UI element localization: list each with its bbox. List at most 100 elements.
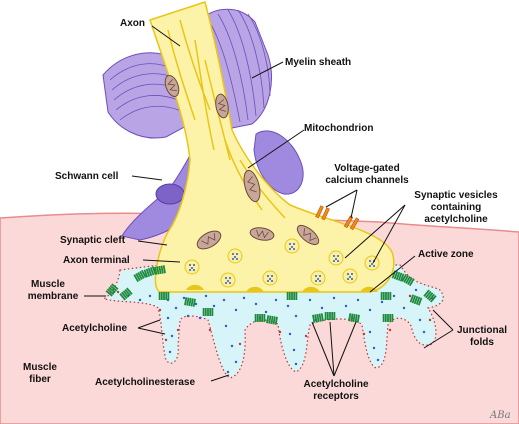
acetylcholinesterase-molecule bbox=[238, 342, 242, 346]
label-acetylcholinesterase: Acetylcholinesterase bbox=[95, 377, 195, 388]
acetylcholine-molecule bbox=[286, 304, 290, 308]
acetylcholinesterase-molecule bbox=[158, 308, 162, 312]
acetylcholine-molecule bbox=[292, 348, 296, 352]
receptor-cluster bbox=[266, 315, 278, 325]
active-zones bbox=[186, 284, 378, 292]
label-schwann-cell: Schwann cell bbox=[55, 171, 119, 182]
label-voltage-gated-2: calcium channels bbox=[325, 175, 409, 186]
label-acetylcholine: Acetylcholine bbox=[62, 323, 127, 334]
acetylcholine-molecule bbox=[230, 344, 234, 348]
synaptic-vesicle bbox=[364, 255, 380, 271]
label-myelin-sheath: Myelin sheath bbox=[285, 57, 351, 68]
synaptic-vesicle bbox=[328, 250, 344, 266]
acetylcholine-molecule bbox=[194, 302, 198, 306]
acetylcholinesterase-molecule bbox=[304, 334, 308, 338]
receptor-cluster bbox=[324, 312, 336, 320]
synaptic-vesicle bbox=[284, 238, 300, 254]
acetylcholine-molecule bbox=[198, 316, 202, 320]
receptor-cluster bbox=[382, 314, 394, 322]
receptor-cluster bbox=[143, 266, 157, 278]
acetylcholine-molecule bbox=[138, 298, 142, 302]
acetylcholinesterase-molecule bbox=[408, 294, 412, 298]
schwann-cell-right bbox=[253, 130, 304, 195]
label-muscle-membrane-1: Muscle bbox=[31, 279, 65, 290]
synaptic-vesicle bbox=[342, 268, 358, 284]
receptor-cluster bbox=[184, 297, 196, 307]
acetylcholinesterase-molecule bbox=[278, 330, 282, 334]
acetylcholine-molecule bbox=[376, 358, 380, 362]
label-junctional-folds-2: folds bbox=[470, 337, 494, 348]
acetylcholine-molecule bbox=[418, 318, 422, 322]
receptor-cluster bbox=[158, 292, 170, 300]
acetylcholinesterase-molecule bbox=[428, 318, 432, 322]
acetylcholinesterase-molecule bbox=[164, 338, 168, 342]
acetylcholine-molecule bbox=[320, 306, 324, 310]
synaptic-vesicle bbox=[227, 248, 243, 264]
acetylcholine-molecule bbox=[402, 306, 406, 310]
axon-terminal bbox=[149, 1, 395, 293]
label-mitochondrion: Mitochondrion bbox=[304, 123, 373, 134]
acetylcholinesterase-molecule bbox=[208, 328, 212, 332]
acetylcholine-molecule bbox=[168, 350, 172, 354]
receptor-cluster bbox=[286, 292, 298, 300]
label-active-zone: Active zone bbox=[418, 249, 474, 260]
acetylcholine-molecule bbox=[308, 298, 312, 302]
acetylcholine-molecule bbox=[234, 308, 238, 312]
acetylcholine-molecule bbox=[332, 296, 336, 300]
synaptic-vesicle bbox=[220, 272, 236, 288]
acetylcholine-receptors bbox=[105, 265, 437, 325]
label-junctional-folds-1: Junctional bbox=[457, 325, 507, 336]
acetylcholine-molecule bbox=[182, 296, 186, 300]
acetylcholinesterase-molecule bbox=[388, 328, 392, 332]
label-receptors-2: receptors bbox=[313, 391, 359, 402]
acetylcholine-molecule bbox=[288, 332, 292, 336]
acetylcholine-molecule bbox=[170, 334, 174, 338]
acetylcholine-molecule bbox=[368, 330, 372, 334]
label-muscle-membrane-2: membrane bbox=[28, 291, 79, 302]
label-synaptic-cleft: Synaptic cleft bbox=[60, 235, 126, 246]
receptor-cluster bbox=[105, 283, 119, 297]
acetylcholine-molecule bbox=[392, 294, 396, 298]
acetylcholine-molecule bbox=[222, 298, 226, 302]
synaptic-vesicle bbox=[310, 270, 326, 286]
receptor-cluster bbox=[154, 265, 166, 275]
label-vesicles-1: Synaptic vesicles bbox=[414, 190, 498, 201]
acetylcholine-molecule bbox=[372, 346, 376, 350]
acetylcholinesterase-molecule bbox=[362, 332, 366, 336]
label-axon-terminal: Axon terminal bbox=[63, 255, 130, 266]
leader-lines bbox=[84, 25, 454, 382]
acetylcholine-molecule bbox=[186, 314, 190, 318]
receptor-cluster bbox=[202, 308, 214, 316]
label-vesicles-2: containing bbox=[431, 202, 482, 213]
acetylcholine-molecule bbox=[274, 298, 278, 302]
acetylcholine-molecule bbox=[234, 360, 238, 364]
acetylcholine-molecule bbox=[380, 300, 384, 304]
synaptic-vesicles bbox=[184, 238, 380, 288]
label-receptors-1: Acetylcholine bbox=[303, 379, 368, 390]
schwann-cell-nucleus bbox=[155, 183, 185, 205]
calcium-channels bbox=[315, 205, 360, 231]
acetylcholine-molecule bbox=[242, 296, 246, 300]
receptor-cluster bbox=[133, 269, 147, 283]
acetylcholine-molecule bbox=[224, 324, 228, 328]
acetylcholine-molecule bbox=[226, 370, 230, 374]
receptor-cluster bbox=[380, 292, 392, 300]
artist-signature: ABa bbox=[489, 410, 511, 421]
acetylcholine-molecule bbox=[356, 298, 360, 302]
receptor-cluster bbox=[348, 313, 360, 323]
synaptic-vesicle bbox=[184, 259, 200, 275]
label-voltage-gated-1: Voltage-gated bbox=[334, 163, 399, 174]
label-axon: Axon bbox=[120, 18, 145, 29]
acetylcholinesterase-molecule bbox=[116, 290, 120, 294]
acetylcholine-molecule bbox=[294, 362, 298, 366]
receptor-cluster bbox=[254, 314, 266, 322]
acetylcholine-molecule bbox=[294, 314, 298, 318]
receptor-cluster bbox=[312, 313, 324, 323]
acetylcholine-molecule bbox=[204, 294, 208, 298]
acetylcholine-molecule bbox=[212, 304, 216, 308]
acetylcholine-molecule bbox=[344, 304, 348, 308]
label-muscle-fiber-1: Muscle bbox=[23, 362, 57, 373]
acetylcholine-molecule bbox=[174, 306, 178, 310]
